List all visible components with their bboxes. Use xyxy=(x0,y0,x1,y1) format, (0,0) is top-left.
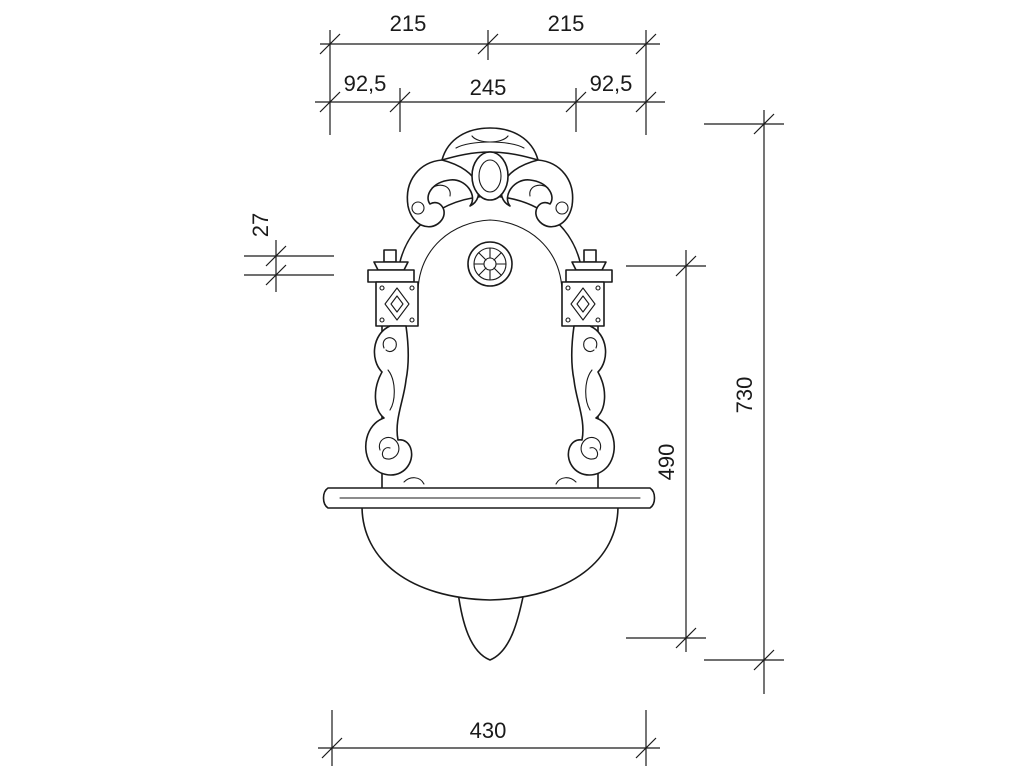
back-plate xyxy=(381,195,599,491)
dimension-lines xyxy=(244,30,784,766)
crest-scroll-left xyxy=(406,159,480,228)
dim-label-right-offset: 92,5 xyxy=(590,71,633,96)
dim-label-total-width: 430 xyxy=(470,718,507,743)
crest-scroll-right xyxy=(500,159,574,228)
right-scroll-bracket xyxy=(567,325,616,476)
dim-label-post-height: 27 xyxy=(248,213,273,237)
crest-cartouche-inner xyxy=(478,159,502,193)
dim-label-basin-height: 490 xyxy=(654,444,679,481)
basin-bowl xyxy=(361,505,619,601)
dim-label-total-height: 730 xyxy=(732,377,757,414)
left-post-cap xyxy=(367,249,415,283)
spout-drip xyxy=(457,591,525,661)
right-post-cap xyxy=(565,249,613,283)
diamond-ornament-left xyxy=(384,287,410,321)
rosette-icon xyxy=(467,241,513,287)
dim-label-top-left: 215 xyxy=(390,11,427,36)
crest-cartouche-outer xyxy=(471,151,509,201)
diamond-ornament-right xyxy=(570,287,596,321)
right-pillar-block xyxy=(561,281,605,327)
back-plate-inner-arch xyxy=(417,219,563,291)
dim-label-left-offset: 92,5 xyxy=(344,71,387,96)
dimension-labels: 215 215 92,5 245 92,5 27 490 730 430 xyxy=(248,11,757,743)
dim-label-center-span: 245 xyxy=(470,75,507,100)
fountain-outline xyxy=(322,127,656,661)
dim-label-top-right: 215 xyxy=(548,11,585,36)
left-scroll-bracket xyxy=(364,325,413,476)
left-pillar-block xyxy=(375,281,419,327)
